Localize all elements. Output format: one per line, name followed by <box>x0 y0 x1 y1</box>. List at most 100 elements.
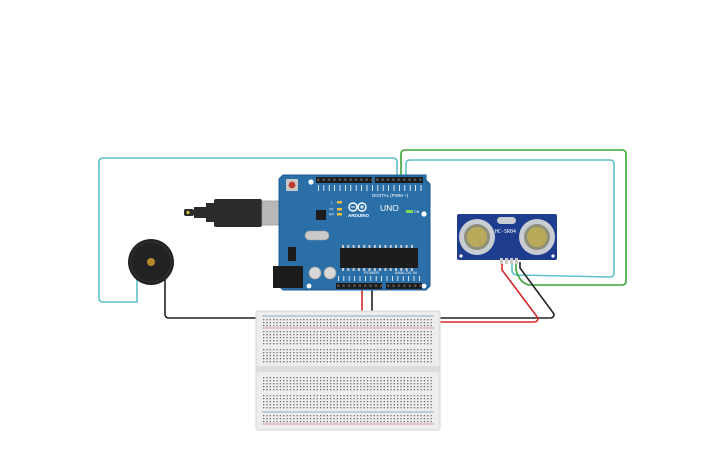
dc-power-jack[interactable] <box>273 266 303 288</box>
pin-label-tick <box>377 185 379 191</box>
breadboard-hole <box>303 361 305 363</box>
breadboard-hole <box>306 380 308 382</box>
breadboard-hole <box>370 404 372 406</box>
breadboard-hole <box>316 380 318 382</box>
breadboard-hole <box>296 343 298 345</box>
breadboard-hole <box>380 343 382 345</box>
breadboard-hole <box>356 386 359 388</box>
breadboard-hole <box>423 343 426 345</box>
breadboard-hole <box>273 421 275 423</box>
breadboard-hole <box>326 395 328 397</box>
breadboard-hole <box>376 380 379 382</box>
breadboard-hole <box>350 349 352 351</box>
breadboard-hole <box>387 340 389 342</box>
wire-black-buzzer[interactable] <box>164 280 262 319</box>
breadboard-hole <box>286 404 288 406</box>
breadboard-hole <box>373 325 375 327</box>
breadboard-hole <box>340 319 342 321</box>
breadboard-hole <box>417 383 419 385</box>
breadboard-hole <box>376 331 379 333</box>
digital-header[interactable] <box>316 177 423 183</box>
breadboard-hole <box>413 319 416 321</box>
pin-label-tick <box>382 185 384 191</box>
breadboard-hole <box>376 361 379 363</box>
breadboard-hole <box>350 352 352 354</box>
breadboard-hole <box>323 352 325 354</box>
breadboard-hole <box>299 421 302 423</box>
breadboard-hole <box>306 418 308 420</box>
breadboard-hole <box>383 398 385 400</box>
breadboard-hole <box>393 415 395 417</box>
breadboard-hole <box>263 355 265 357</box>
breadboard-hole <box>336 377 338 379</box>
pin-label-tick <box>413 276 415 281</box>
breadboard-hole <box>423 340 426 342</box>
breadboard-hole <box>360 401 362 403</box>
breadboard-hole <box>413 361 416 363</box>
breadboard-hole <box>380 361 382 363</box>
breadboard-hole <box>330 383 332 385</box>
breadboard-hole <box>417 340 419 342</box>
usb-cable-icon[interactable] <box>184 199 281 227</box>
breadboard[interactable] <box>255 310 441 431</box>
pin-label-tick <box>334 185 335 191</box>
breadboard-hole <box>360 358 362 360</box>
breadboard-hole <box>320 319 322 321</box>
breadboard-hole <box>423 355 426 357</box>
arduino-board-icon[interactable]: DIGITAL (PWM ~) L TX RX ARDUINO UNO ON <box>273 174 431 291</box>
breadboard-hole <box>316 398 318 400</box>
breadboard-hole <box>356 418 359 420</box>
breadboard-hole <box>363 340 365 342</box>
breadboard-hole <box>309 407 312 409</box>
breadboard-hole <box>430 337 432 339</box>
wire-green-sensor[interactable] <box>400 149 627 286</box>
breadboard-hole <box>323 325 325 327</box>
header-pin <box>408 284 411 287</box>
breadboard-hole <box>286 325 288 327</box>
breadboard-hole <box>309 421 312 423</box>
breadboard-hole <box>269 358 271 360</box>
breadboard-hole <box>366 331 369 333</box>
breadboard-hole <box>343 343 345 345</box>
breadboard-hole <box>296 334 298 336</box>
breadboard-hole <box>336 415 338 417</box>
breadboard-hole <box>333 421 335 423</box>
header-pin <box>333 178 336 181</box>
chip-pin <box>410 268 413 271</box>
breadboard-hole <box>303 325 305 327</box>
breadboard-hole <box>316 421 318 423</box>
breadboard-hole <box>413 421 416 423</box>
sensor-pins[interactable] <box>500 258 518 264</box>
breadboard-hole <box>410 319 412 321</box>
breadboard-hole <box>286 352 288 354</box>
wire-cyan-buzzer[interactable] <box>98 157 398 303</box>
breadboard-hole <box>326 418 328 420</box>
breadboard-hole <box>263 401 265 403</box>
piezo-buzzer-icon[interactable] <box>128 239 174 285</box>
wire-black-sensor[interactable] <box>432 262 555 319</box>
breadboard-hole <box>423 349 426 351</box>
breadboard-hole <box>289 407 292 409</box>
breadboard-hole <box>276 358 278 360</box>
breadboard-hole <box>397 377 399 379</box>
breadboard-hole <box>346 355 349 357</box>
breadboard-hole <box>303 407 305 409</box>
breadboard-hole <box>430 395 432 397</box>
breadboard-hole <box>276 337 278 339</box>
breadboard-hole <box>397 383 399 385</box>
breadboard-hole <box>373 334 375 336</box>
breadboard-hole <box>376 401 379 403</box>
breadboard-hole <box>376 377 379 379</box>
breadboard-hole <box>427 331 429 333</box>
l-led <box>337 201 342 204</box>
breadboard-hole <box>296 389 298 391</box>
breadboard-hole <box>313 401 315 403</box>
breadboard-hole <box>309 337 312 339</box>
breadboard-hole <box>417 325 419 327</box>
breadboard-hole <box>376 334 379 336</box>
breadboard-hole <box>376 389 379 391</box>
ultrasonic-sensor-icon[interactable]: HC-SR04 <box>457 214 557 264</box>
breadboard-hole <box>306 377 308 379</box>
wire-cyan-sensor[interactable] <box>405 159 615 278</box>
wire-red-sensor[interactable] <box>432 262 539 323</box>
